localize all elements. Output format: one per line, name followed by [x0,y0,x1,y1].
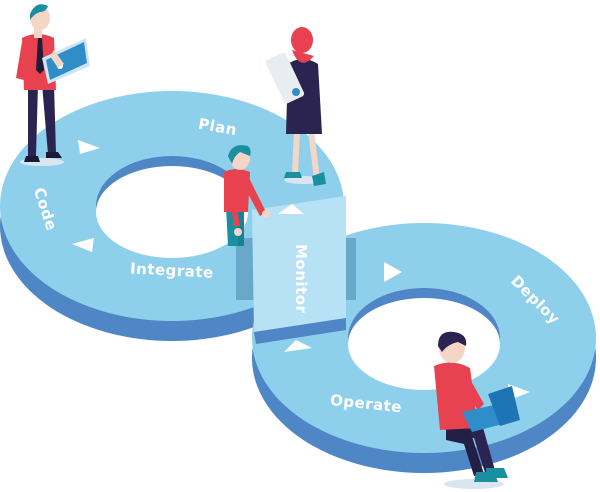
shoe [312,172,326,186]
left-loop-hole [96,166,248,258]
hair [438,331,467,352]
flow-arrow-icon [78,140,100,154]
flow-arrow-icon [384,262,402,282]
arm [226,178,240,226]
monitor-strip [252,196,346,332]
shoe [284,172,302,178]
person-paper-woman [265,27,326,186]
hand [50,50,64,68]
leg [42,84,56,154]
crossing-shadow-left [236,238,258,300]
hair [228,145,251,164]
flow-arrow-icon [72,238,94,252]
monitor-strip-side [254,318,346,344]
arm [460,372,484,410]
neck [34,28,42,38]
ponytail [292,50,314,63]
flow-arrow-icon [284,340,312,352]
stage-label-integrate: Integrate [130,259,215,281]
person-center-woman [224,145,270,246]
head-hair [291,27,313,53]
leg [292,130,300,174]
shoe [486,468,508,478]
hand [234,228,242,236]
person-laptop-man [434,331,520,489]
leg [28,84,38,156]
shoe [46,152,62,158]
stage-label-monitor: Monitor [292,244,310,314]
right-loop-hole [348,298,500,390]
arm [244,176,266,216]
hair [30,4,48,20]
shirt [224,169,250,212]
hand [262,210,270,218]
legs [446,426,484,476]
tie [36,38,44,74]
tablet-screen [46,42,87,80]
shoe [24,156,40,162]
hand-accent [292,88,300,96]
arm [16,42,28,80]
laptop-screen [488,386,520,426]
flow-arrow-icon [278,204,304,214]
leg [308,130,320,180]
person-tablet-man [16,4,90,166]
center-crossing [236,196,356,344]
